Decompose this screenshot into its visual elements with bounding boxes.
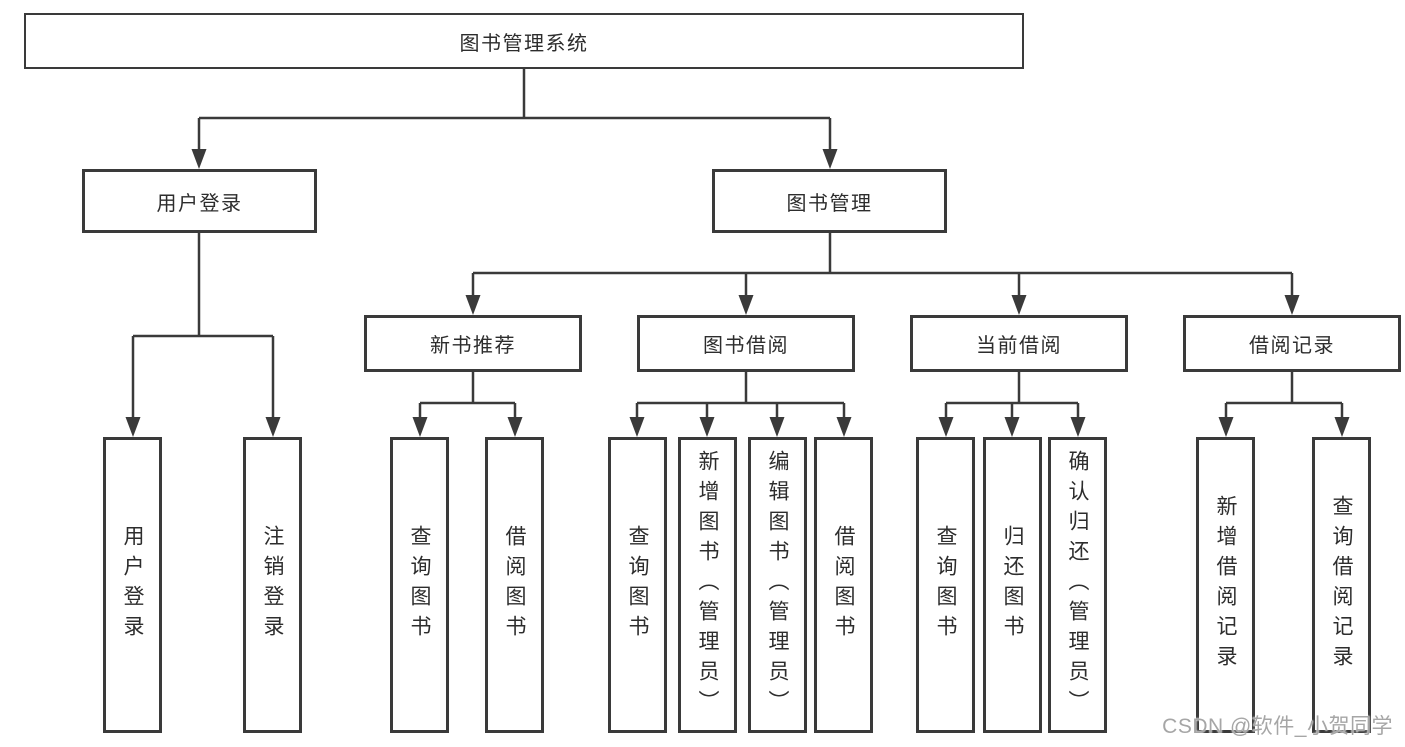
node-book-borrowing: 图书借阅 xyxy=(637,315,855,372)
node-book-management-label: 图书管理 xyxy=(786,192,873,215)
node-leaf-add-book-admin-label: 新增图书（管理员） xyxy=(696,450,719,720)
node-leaf-logout: 注销登录 xyxy=(243,437,302,733)
node-leaf-query-books-3: 查询图书 xyxy=(916,437,975,733)
node-leaf-borrow-books-2: 借阅图书 xyxy=(814,437,873,733)
node-leaf-query-books-2-label: 查询图书 xyxy=(626,525,649,645)
node-library-system: 图书管理系统 xyxy=(24,13,1024,69)
node-user-login-label: 用户登录 xyxy=(156,192,243,215)
node-current-borrowing: 当前借阅 xyxy=(910,315,1128,372)
node-leaf-edit-book-admin-label: 编辑图书（管理员） xyxy=(766,450,789,720)
node-leaf-query-books-2: 查询图书 xyxy=(608,437,667,733)
node-leaf-query-borrow-record-label: 查询借阅记录 xyxy=(1330,495,1353,675)
node-leaf-add-book-admin: 新增图书（管理员） xyxy=(678,437,737,733)
node-user-login: 用户登录 xyxy=(82,169,317,233)
node-new-book-recommend-label: 新书推荐 xyxy=(430,335,516,357)
node-leaf-confirm-return-admin: 确认归还（管理员） xyxy=(1048,437,1107,733)
node-book-management: 图书管理 xyxy=(712,169,947,233)
node-leaf-user-login-label: 用户登录 xyxy=(121,525,144,645)
node-leaf-query-books-3-label: 查询图书 xyxy=(934,525,957,645)
node-leaf-logout-label: 注销登录 xyxy=(261,525,284,645)
node-leaf-user-login: 用户登录 xyxy=(103,437,162,733)
node-leaf-query-books-1-label: 查询图书 xyxy=(408,525,431,645)
node-leaf-query-borrow-record: 查询借阅记录 xyxy=(1312,437,1371,733)
node-borrowing-records-label: 借阅记录 xyxy=(1249,335,1335,357)
csdn-watermark: CSDN @软件_小贺同学 xyxy=(1162,715,1393,738)
node-leaf-query-books-1: 查询图书 xyxy=(390,437,449,733)
node-library-system-label: 图书管理系统 xyxy=(459,32,589,55)
node-leaf-edit-book-admin: 编辑图书（管理员） xyxy=(748,437,807,733)
node-leaf-borrow-books-1: 借阅图书 xyxy=(485,437,544,733)
node-leaf-return-books-label: 归还图书 xyxy=(1001,525,1024,645)
node-current-borrowing-label: 当前借阅 xyxy=(976,335,1062,357)
node-leaf-borrow-books-1-label: 借阅图书 xyxy=(503,525,526,645)
node-new-book-recommend: 新书推荐 xyxy=(364,315,582,372)
node-leaf-confirm-return-admin-label: 确认归还（管理员） xyxy=(1066,450,1089,720)
node-leaf-return-books: 归还图书 xyxy=(983,437,1042,733)
node-leaf-add-borrow-record-label: 新增借阅记录 xyxy=(1214,495,1237,675)
node-book-borrowing-label: 图书借阅 xyxy=(703,335,789,357)
node-leaf-add-borrow-record: 新增借阅记录 xyxy=(1196,437,1255,733)
node-borrowing-records: 借阅记录 xyxy=(1183,315,1401,372)
node-leaf-borrow-books-2-label: 借阅图书 xyxy=(832,525,855,645)
